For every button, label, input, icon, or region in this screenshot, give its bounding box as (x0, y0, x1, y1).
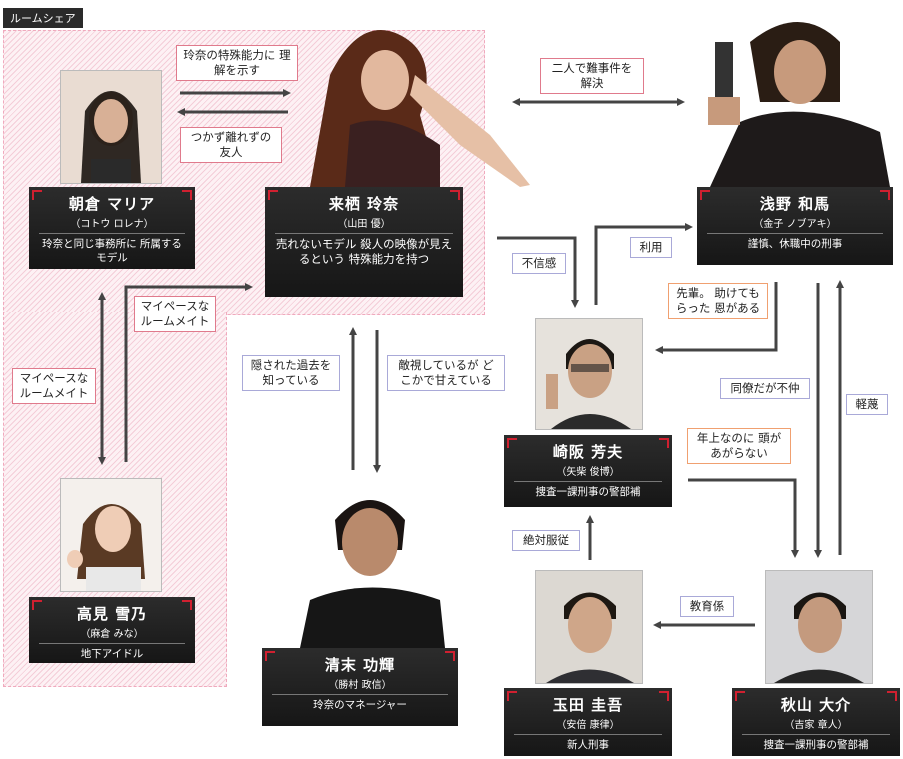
akiyama-desc: 捜査一課刑事の警部補 (742, 734, 890, 752)
sakisaka-name: 崎阪 芳夫 (552, 443, 624, 461)
tamada-photo (535, 570, 643, 684)
sakisaka-actor: （矢柴 俊博） (556, 467, 620, 478)
kiyosue-desc: 玲奈のマネージャー (272, 694, 448, 712)
tamada-actor: （安倍 康律） (556, 720, 620, 731)
rel-hidden-past: 隠された過去を 知っている (242, 355, 340, 391)
sakisaka-desc: 捜査一課刑事の警部補 (514, 481, 662, 499)
takami-photo (60, 478, 162, 592)
arrow-senpai (655, 282, 778, 354)
rel-older: 年上なのに 頭があがらない (687, 428, 791, 464)
card-kiyosue: 清末 功輝 （勝村 政信） 玲奈のマネージャー (262, 648, 458, 726)
arrow-fushin (497, 236, 579, 308)
asakura-name: 朝倉 マリア (68, 195, 156, 213)
tamada-name: 玉田 圭吾 (552, 696, 624, 714)
rel-hostile: 敵視しているが どこかで甘えている (387, 355, 505, 391)
rel-obey: 絶対服従 (512, 530, 580, 551)
card-kisu: 来栖 玲奈 （山田 優） 売れないモデル 殺人の映像が見えるという 特殊能力を持… (265, 187, 463, 297)
rel-use: 利用 (630, 237, 672, 258)
takami-actor: （麻倉 みな） (80, 629, 144, 640)
tamada-desc: 新人刑事 (514, 734, 662, 752)
card-asano: 浅野 和馬 （金子 ノブアキ） 謹慎、休職中の刑事 (697, 187, 893, 265)
kiyosue-name: 清末 功輝 (324, 656, 396, 674)
akiyama-name: 秋山 大介 (780, 696, 852, 714)
card-sakisaka: 崎阪 芳夫 （矢柴 俊博） 捜査一課刑事の警部補 (504, 435, 672, 507)
asakura-actor: （コトウ ロレナ） (70, 219, 154, 230)
card-takami: 高見 雪乃 （麻倉 みな） 地下アイドル (29, 597, 195, 663)
rel-friend: つかず離れずの 友人 (180, 127, 282, 163)
arrow-riyou (594, 223, 693, 305)
rel-colleague: 同僚だが不仲 (720, 378, 810, 399)
asano-actor: （金子 ノブアキ） (753, 219, 837, 230)
rel-contempt: 軽蔑 (846, 394, 888, 415)
asakura-desc: 玲奈と同じ事務所に 所属するモデル (39, 233, 185, 265)
roomshare-label: ルームシェア (3, 8, 83, 28)
kisu-name: 来栖 玲奈 (328, 195, 400, 213)
akiyama-actor: （吉家 章人） (784, 720, 848, 731)
akiyama-photo (765, 570, 873, 684)
asano-photo (690, 2, 890, 187)
rel-understand: 玲奈の特殊能力に 理解を示す (176, 45, 298, 81)
kiyosue-photo (290, 480, 450, 648)
takami-name: 高見 雪乃 (76, 605, 148, 623)
rel-distrust: 不信感 (512, 253, 566, 274)
sakisaka-photo (535, 318, 643, 430)
rel-roommate-right: マイペースな ルームメイト (134, 296, 216, 332)
card-asakura: 朝倉 マリア （コトウ ロレナ） 玲奈と同じ事務所に 所属するモデル (29, 187, 195, 269)
asakura-photo (60, 70, 162, 184)
kiyosue-actor: （勝村 政信） (328, 680, 392, 691)
kisu-photo (290, 15, 540, 187)
asano-desc: 謹慎、休職中の刑事 (707, 233, 883, 251)
rel-roommate-left: マイペースな ルームメイト (12, 368, 96, 404)
kisu-desc: 売れないモデル 殺人の映像が見えるという 特殊能力を持つ (275, 233, 453, 267)
rel-senior-debt: 先輩。 助けてもらった 恩がある (668, 283, 768, 319)
arrow-takami-to-kisu (124, 283, 253, 462)
rel-mentor: 教育係 (680, 596, 734, 617)
arrow-toshiue (688, 478, 799, 558)
card-akiyama: 秋山 大介 （吉家 章人） 捜査一課刑事の警部補 (732, 688, 900, 756)
takami-desc: 地下アイドル (39, 643, 185, 661)
asano-name: 浅野 和馬 (759, 195, 831, 213)
rel-solve-cases: 二人で難事件を 解決 (540, 58, 644, 94)
card-tamada: 玉田 圭吾 （安倍 康律） 新人刑事 (504, 688, 672, 756)
kisu-actor: （山田 優） (337, 219, 391, 230)
